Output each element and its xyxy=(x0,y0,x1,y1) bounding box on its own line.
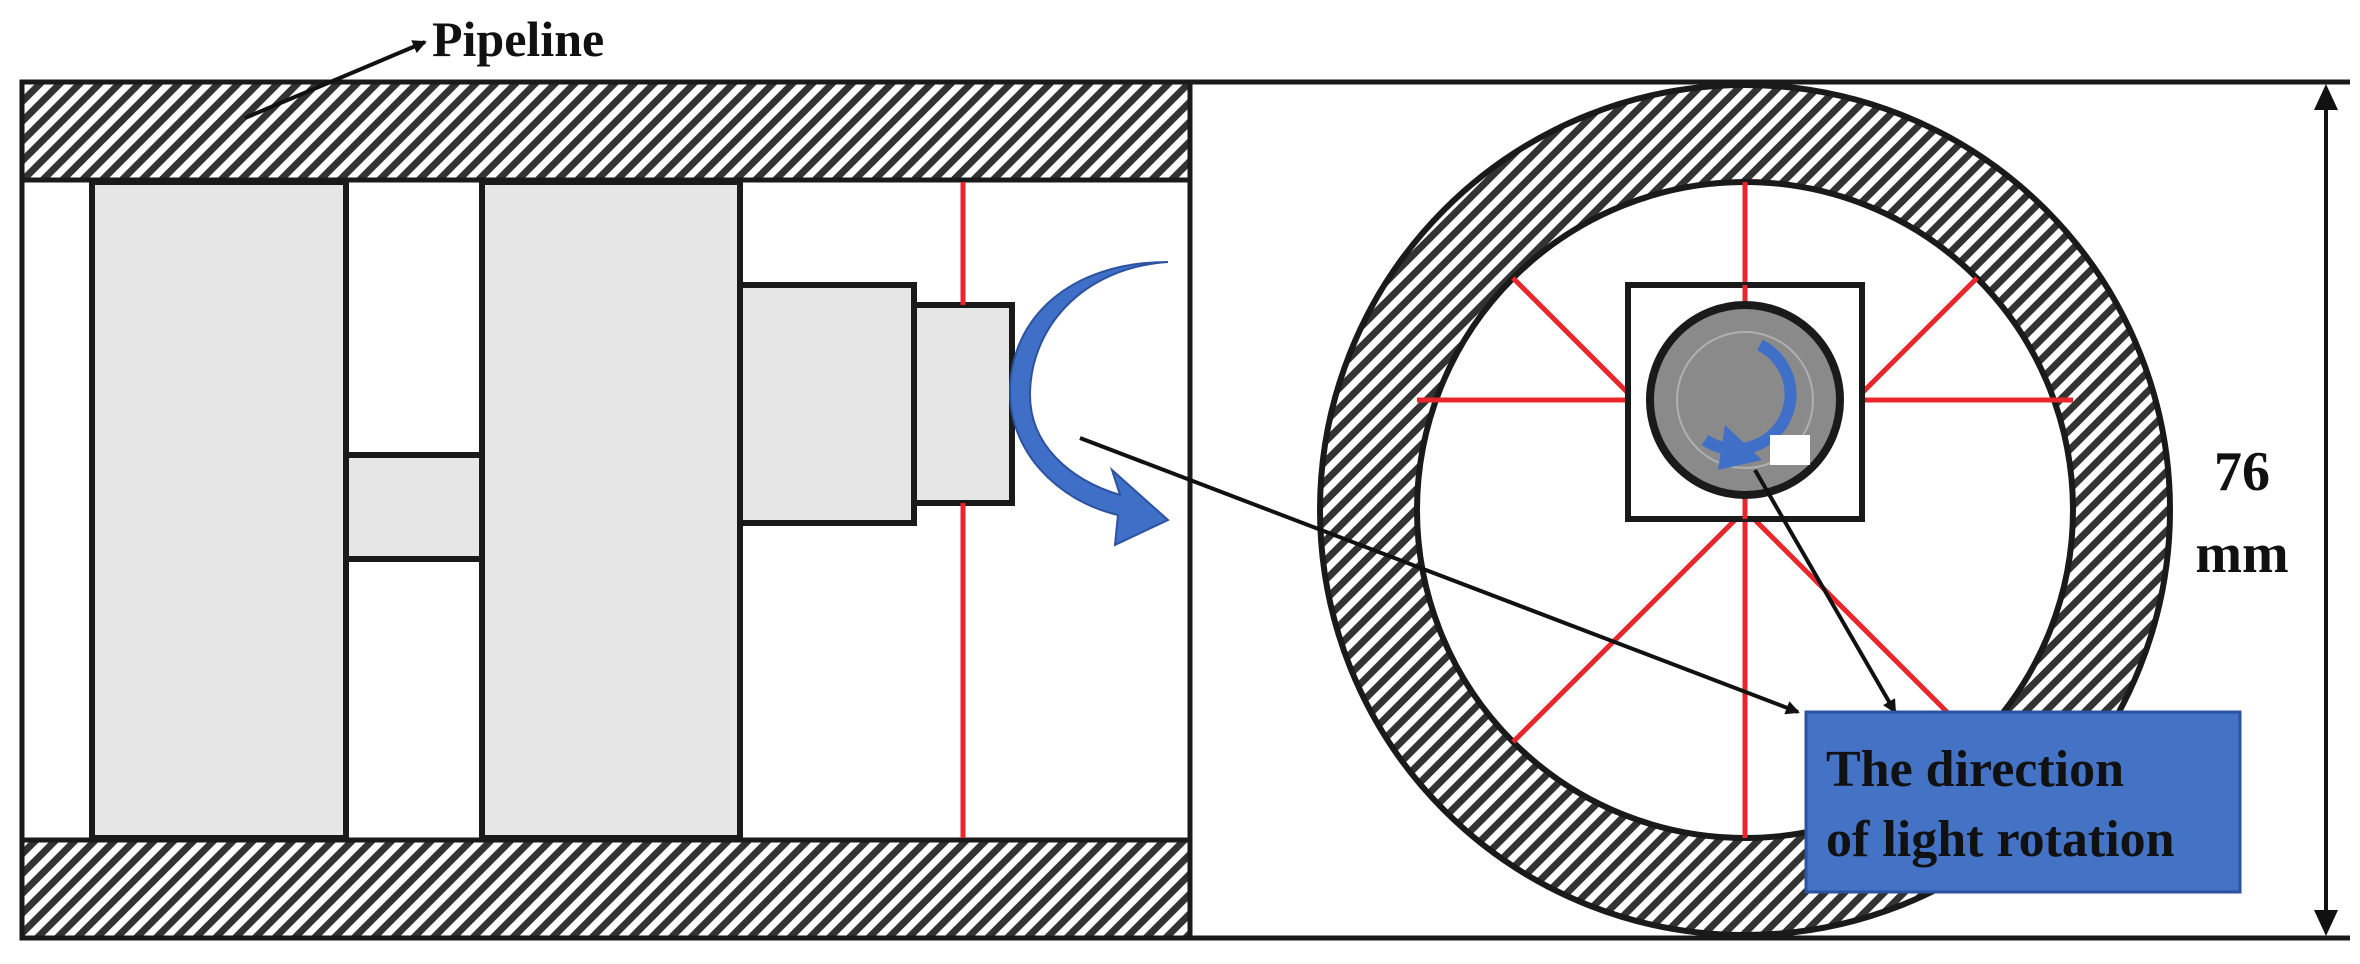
pipeline-pointer-arrow xyxy=(244,40,427,120)
pipe-wall-top xyxy=(19,79,1193,183)
callout-box: The direction of light rotation xyxy=(1804,710,2242,894)
callout-line-2: of light rotation xyxy=(1826,811,2175,868)
pipe-wall-bottom xyxy=(19,837,1193,941)
robot-motor xyxy=(737,282,917,526)
right-frame xyxy=(1190,79,2350,941)
robot-module-1 xyxy=(89,179,349,841)
side-rotation-pointer xyxy=(1079,436,1800,715)
dimension-value: 76 xyxy=(2214,441,2270,503)
pipeline-label: Pipeline xyxy=(432,11,604,67)
side-view xyxy=(19,79,1193,941)
end-rotation-pointer xyxy=(1753,468,1897,714)
diameter-dimension: 76 mm xyxy=(2195,84,2338,936)
robot-light-head xyxy=(911,302,1015,506)
robot-connector-1 xyxy=(343,452,485,562)
robot-module-2 xyxy=(479,179,743,841)
cross-section-view xyxy=(1317,82,2173,938)
pointer-arrows xyxy=(244,40,1897,715)
dimension-unit: mm xyxy=(2195,523,2288,585)
curved-rotation-arrow-icon xyxy=(1008,261,1170,547)
callout-line-1: The direction xyxy=(1826,741,2124,798)
circular-rotation-arrow-icon xyxy=(1701,339,1810,470)
